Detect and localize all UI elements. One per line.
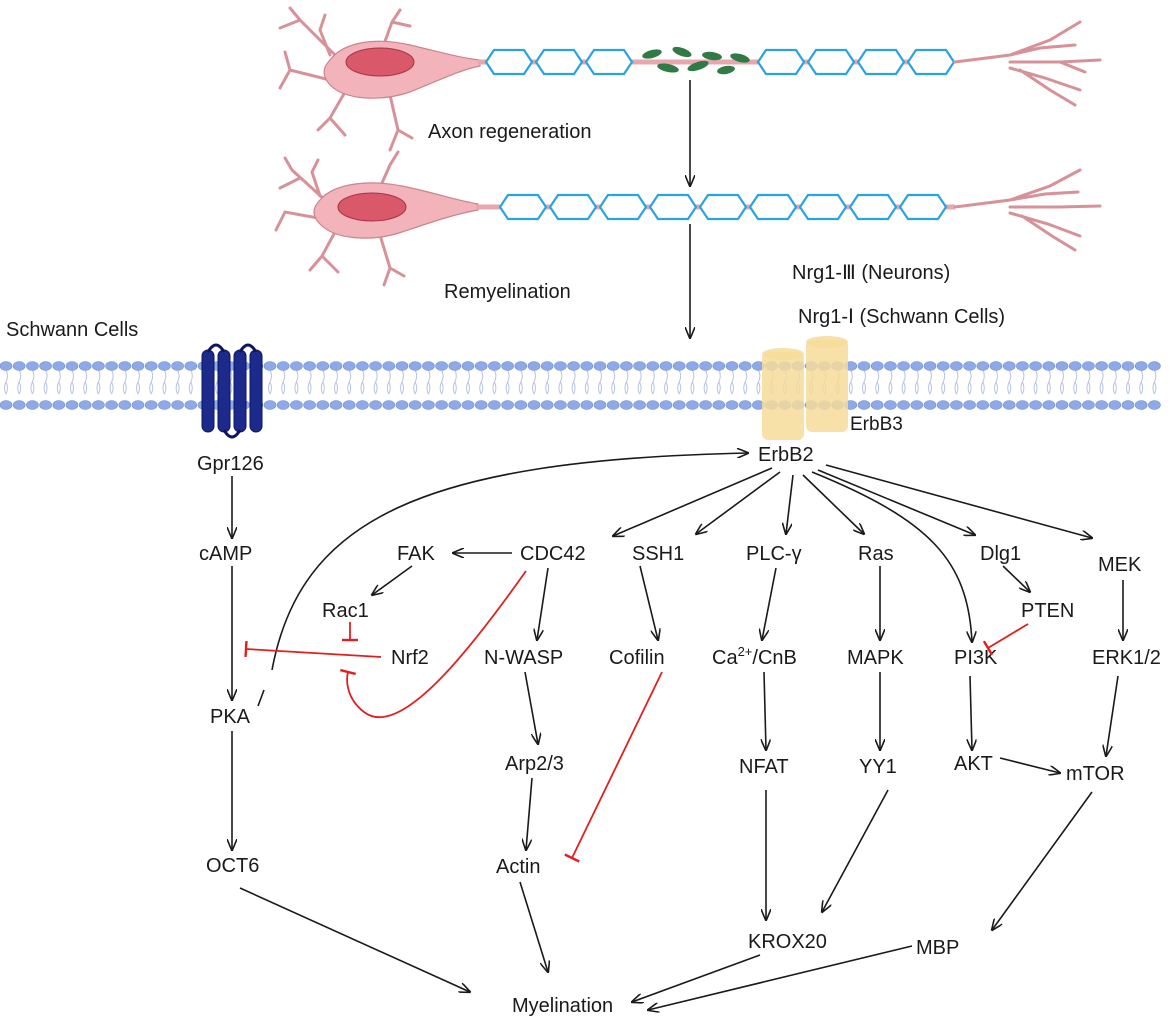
- dendrites-left-top: [278, 6, 414, 152]
- inhibition-links: [244, 570, 1029, 863]
- axon-terminal-middle: [953, 168, 1102, 252]
- activation-arrows: [232, 453, 1123, 1010]
- arrow-nwasp-arp23: [524, 671, 538, 744]
- node-mbp: MBP: [916, 937, 959, 959]
- node-erbb2: ErbB2: [758, 444, 814, 466]
- node-nwasp: N-WASP: [484, 647, 563, 669]
- axon-terminal-top: [953, 20, 1102, 107]
- label-nrg1-i: Nrg1-Ⅰ (Schwann Cells): [798, 306, 1005, 328]
- node-pten: PTEN: [1021, 600, 1074, 622]
- myelin-sheaths-middle: [498, 193, 948, 221]
- arrow-erbb2-ssh1: [696, 471, 781, 534]
- node-gpr126: Gpr126: [197, 453, 264, 475]
- arrow-plcg-ca: [762, 567, 777, 640]
- node-ras: Ras: [858, 543, 894, 565]
- arrow-fak-rac1: [372, 565, 413, 595]
- erbb-receptor: [762, 336, 848, 440]
- label-schwann-cells: Schwann Cells: [6, 319, 138, 341]
- ca-suffix: /CnB: [752, 647, 796, 669]
- node-nfat: NFAT: [739, 756, 789, 778]
- inhibit-cdc42-nrf2: [339, 570, 527, 719]
- arrow-ssh1-cofilin: [639, 565, 658, 640]
- node-rac1: Rac1: [322, 600, 369, 622]
- inhibit-pten-pi3k: [982, 623, 1029, 656]
- arrow-erbb2-mek: [825, 464, 1092, 538]
- inhibit-nrf2-pka: [244, 640, 382, 658]
- arrow-erbb2-dlg1: [817, 469, 975, 535]
- node-arp23: Arp2/3: [505, 753, 564, 775]
- node-mek: MEK: [1098, 554, 1142, 576]
- nucleus-middle: [337, 192, 407, 222]
- arrow-yy1-krox20: [822, 789, 889, 912]
- arrow-mtor-mbp: [992, 791, 1093, 930]
- arrow-mbp-myelination: [648, 945, 913, 1010]
- arrow-krox20-myelination: [632, 954, 761, 1002]
- arrow-oct6-myelination: [239, 887, 470, 992]
- arrow-erbb2-ras: [802, 474, 864, 534]
- node-pi3k: PI3K: [954, 647, 998, 669]
- node-cdc42: CDC42: [520, 543, 586, 565]
- node-akt: AKT: [954, 753, 993, 775]
- arrow-arp23-actin: [526, 777, 533, 850]
- arrow-erbb2-cdc42: [613, 467, 773, 536]
- ca-superscript: 2+: [738, 644, 753, 659]
- label-remyelination: Remyelination: [444, 281, 571, 303]
- arrow-erk-mtor: [1106, 675, 1119, 756]
- cell-membrane: [0, 361, 1161, 410]
- node-erk: ERK1/2: [1092, 647, 1161, 669]
- arrow-erbb2-plcg: [786, 474, 794, 534]
- node-pka: PKA: [210, 706, 251, 728]
- node-ssh1: SSH1: [632, 543, 684, 565]
- arrow-akt-mtor: [999, 757, 1060, 773]
- gpr126-receptor: [201, 343, 263, 439]
- neuron-top: [278, 6, 1102, 152]
- arrow-erbb2-pi3k: [811, 471, 972, 642]
- node-actin: Actin: [496, 856, 540, 878]
- arrow-cdc42-nwasp: [537, 567, 549, 640]
- arrow-ca-nfat: [764, 671, 766, 750]
- node-oct6: OCT6: [206, 855, 259, 877]
- neuron-middle: [274, 150, 1102, 287]
- node-ca-cnb: Ca2+/CnB: [712, 644, 797, 669]
- arrow-dlg1-pten: [1002, 565, 1030, 592]
- inhibit-cofilin-actin: [564, 671, 663, 863]
- node-nrf2: Nrf2: [391, 647, 429, 669]
- node-krox20: KROX20: [748, 931, 827, 953]
- node-camp: cAMP: [199, 543, 252, 565]
- label-erbb3: ErbB3: [850, 414, 903, 435]
- arrow-pka-erbb2: [271, 453, 748, 671]
- myelin-sheaths-top: [484, 48, 956, 76]
- label-nrg1-iii: Nrg1-Ⅲ (Neurons): [792, 262, 950, 284]
- label-axon-regeneration: Axon regeneration: [428, 121, 591, 143]
- node-yy1: YY1: [859, 756, 897, 778]
- node-cofilin: Cofilin: [609, 647, 665, 669]
- myelin-debris: [642, 46, 750, 75]
- node-myelination: Myelination: [512, 995, 613, 1017]
- node-fak: FAK: [397, 543, 435, 565]
- nucleus-top: [345, 47, 415, 77]
- node-mtor: mTOR: [1066, 763, 1125, 785]
- node-plc-gamma: PLC-γ: [746, 543, 802, 565]
- arrow-pka-erbb2-stub: [257, 689, 265, 707]
- arrow-pi3k-akt: [970, 675, 972, 750]
- node-mapk: MAPK: [847, 647, 904, 669]
- ca-prefix: Ca: [712, 647, 738, 669]
- node-dlg1: Dlg1: [980, 543, 1021, 565]
- arrow-actin-myelination: [519, 881, 548, 972]
